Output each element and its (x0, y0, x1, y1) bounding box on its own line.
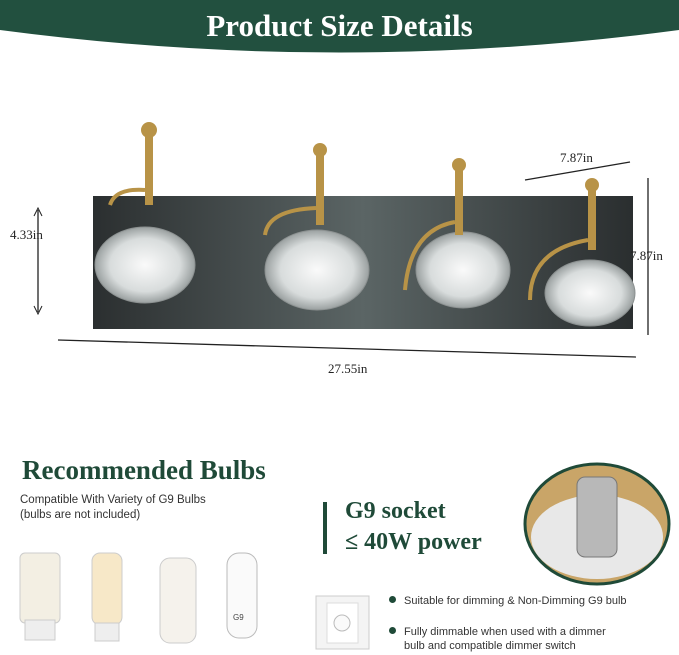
lamp-shades (94, 226, 636, 327)
dimension-height-right: 7.87in (630, 248, 663, 263)
recommended-bulbs-title: Recommended Bulbs (22, 455, 266, 485)
halogen-bulb: G9 (226, 552, 258, 639)
bullet-text-cont: bulb and compatible dimmer switch (404, 640, 576, 652)
dimmer-switch-icon (315, 595, 370, 650)
bulbs-subtitle-line1: Compatible With Variety of G9 Bulbs (20, 494, 206, 506)
bullet-dot (389, 627, 396, 634)
bulbs-subtitle-line2: (bulbs are not included) (20, 509, 141, 521)
frosted-bulb (159, 557, 197, 644)
header-title: Product Size Details (206, 8, 473, 43)
dimension-total-length: 27.55in (328, 361, 368, 376)
dimension-height-left: 4.33in (10, 227, 43, 242)
brass-finials (141, 122, 599, 250)
socket-closeup (523, 462, 671, 586)
bulbs-subtitle: Compatible With Variety of G9 Bulbs (bul… (20, 493, 280, 523)
socket-type: G9 socket (345, 498, 446, 524)
dimension-shade-width: 7.87in (560, 150, 593, 165)
dimmer-bullet-1: Suitable for dimming & Non-Dimming G9 bu… (389, 594, 627, 608)
led-bulb-2 (91, 552, 123, 642)
power-limit: ≤ 40W power (345, 529, 482, 555)
halogen-bulb-label: G9 (233, 613, 244, 622)
dimmer-bullet-2: Fully dimmable when used with a dimmer bu… (389, 625, 606, 653)
arrow-height-left (33, 206, 43, 316)
bulb-images: G9 (19, 552, 258, 644)
header-banner (0, 0, 679, 53)
vanity-light-fixture (33, 122, 649, 358)
bullet-dot (389, 596, 396, 603)
socket-spec: G9 socket ≤ 40W power (345, 496, 482, 558)
socket-divider (323, 502, 327, 554)
bullet-text: Suitable for dimming & Non-Dimming G9 bu… (404, 595, 627, 607)
arrow-total-length (57, 339, 637, 358)
led-bulb-1 (19, 552, 61, 641)
arrow-shade-width (524, 161, 631, 181)
bullet-text: Fully dimmable when used with a dimmer (404, 626, 606, 638)
